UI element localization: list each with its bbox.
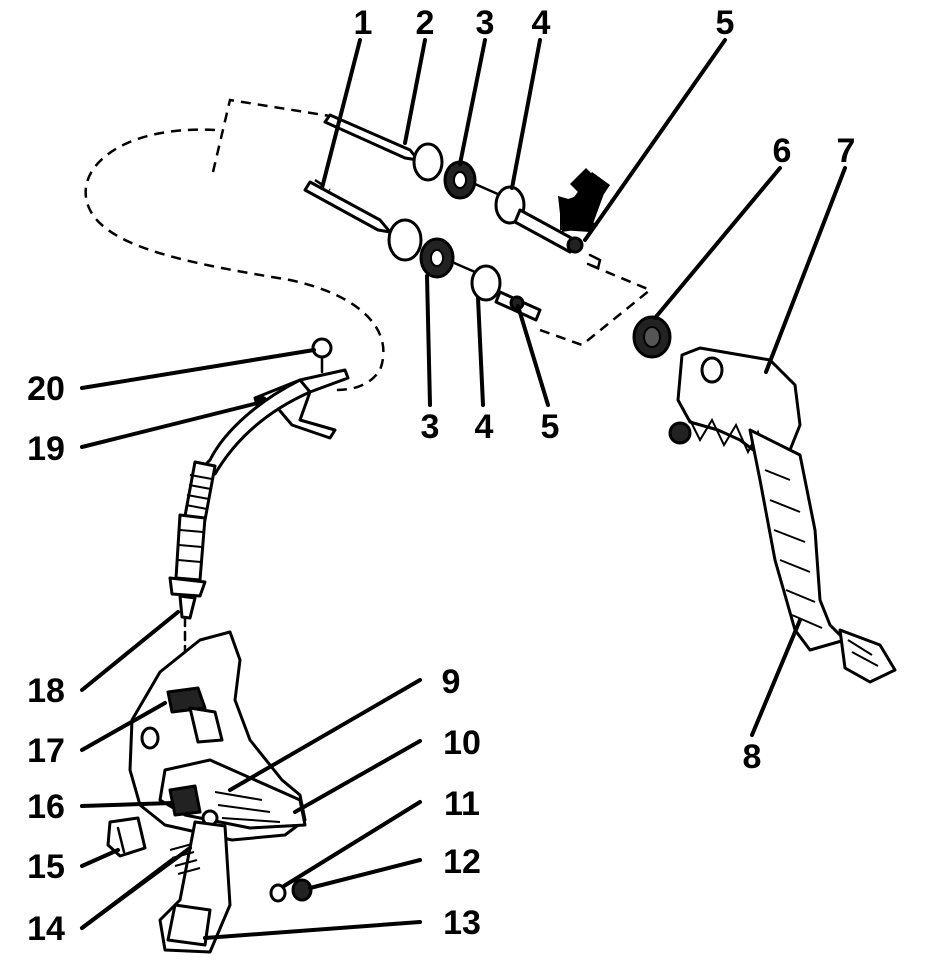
- parts-drawing: [84, 98, 897, 954]
- callout-5-top: 5: [716, 4, 735, 42]
- callout-13: 13: [443, 904, 481, 942]
- leader-lines: [80, 38, 847, 940]
- bracket-frame-top: [211, 98, 331, 173]
- grommet-upper: [412, 142, 444, 182]
- pin-upper: [513, 208, 577, 254]
- callout-15: 15: [27, 848, 65, 886]
- cable-routing-dashed: [84, 128, 385, 392]
- callout-3-top: 3: [476, 4, 495, 42]
- brake-pedal-assembly: [668, 346, 897, 684]
- bolt-20: [311, 337, 333, 359]
- cable-end-18: [168, 576, 207, 598]
- callout-4-top: 4: [532, 4, 551, 42]
- clip-upper-5: [566, 236, 584, 254]
- callout-19: 19: [27, 430, 65, 468]
- callout-labels: 1 2 3 4 5 6 7 3 4 5 20 19 18 17 16 15 14…: [27, 4, 855, 948]
- cable-upper: [323, 113, 420, 162]
- callout-17: 17: [27, 732, 65, 770]
- callout-11: 11: [444, 785, 480, 823]
- pedal-bracket: [676, 346, 802, 457]
- lever-pivot-17: [166, 686, 207, 714]
- callout-18: 18: [27, 672, 65, 710]
- washer-11: [269, 883, 287, 903]
- callout-9: 9: [442, 663, 461, 701]
- callout-4-bottom: 4: [475, 408, 494, 446]
- callout-2: 2: [416, 4, 435, 42]
- callout-20: 20: [27, 370, 65, 408]
- pedal-pad: [838, 628, 897, 684]
- callout-5-bottom: 5: [541, 408, 560, 446]
- callout-6: 6: [773, 132, 792, 170]
- cable-boot: [183, 460, 217, 522]
- nut-12: [291, 878, 313, 902]
- lever-latch-16: [168, 784, 202, 817]
- callout-7: 7: [837, 132, 856, 170]
- callout-12: 12: [443, 843, 481, 881]
- pedal-pivot: [668, 421, 692, 445]
- washer-lower-4: [470, 264, 502, 302]
- callout-14: 14: [27, 910, 65, 948]
- callout-1: 1: [354, 4, 373, 42]
- callout-8: 8: [743, 738, 762, 776]
- grommet-lower: [387, 218, 423, 262]
- callout-3-bottom: 3: [421, 408, 440, 446]
- cable-lower: [303, 180, 392, 234]
- callout-16: 16: [27, 788, 65, 826]
- callout-10: 10: [443, 724, 481, 762]
